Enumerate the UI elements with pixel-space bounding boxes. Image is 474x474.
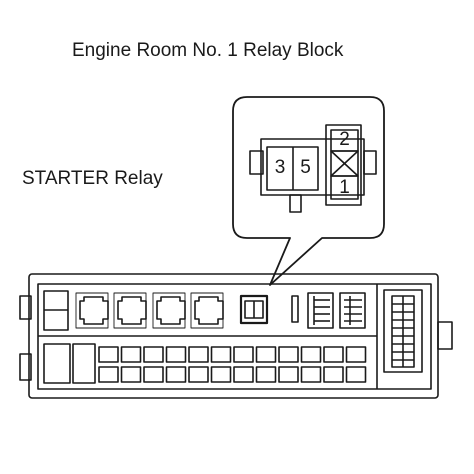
fuse-row-bottom [98,366,367,383]
starter-relay-connector [249,124,377,213]
pin-5-label: 5 [300,157,311,178]
left-module [43,290,69,331]
fuse-cell [120,366,142,383]
fuse-cell [300,346,322,363]
fuse-cell [143,346,164,363]
fuse-cell [323,346,344,363]
fuse-cell [188,366,209,383]
lower-fuse-area [43,343,96,384]
starter-relay-label: STARTER Relay [22,168,163,189]
fuse-row-top [98,346,367,363]
callout-balloon [232,96,385,286]
pin-1-label: 1 [339,177,350,198]
fuse-cell [278,366,299,383]
fuse-cell [255,346,277,363]
relay-block-title: Engine Room No. 1 Relay Block [72,40,344,61]
fuse-cell [120,346,142,363]
fuse-cell [98,366,119,383]
fuse-cell [233,346,254,363]
fuse-cell [300,366,322,383]
fuse-cell [143,366,164,383]
relay-block-housing [19,273,453,399]
relay-sockets [75,292,224,329]
fuse-group-b [339,292,366,329]
fuse-cell [210,366,232,383]
fuse-cell [255,366,277,383]
fuse-cell [233,366,254,383]
starter-relay-location [239,294,269,325]
fuse-cell [98,346,119,363]
pin-2-label: 2 [339,129,350,150]
fuse-slot [291,295,299,323]
fuse-cell [345,366,367,383]
fuse-cell [165,366,187,383]
fuse-cell [188,346,209,363]
fuse-cell [210,346,232,363]
fuse-group-a [307,292,334,329]
right-connector [383,289,423,373]
fuse-cell [323,366,344,383]
fuse-cell [278,346,299,363]
pin-3-label: 3 [274,157,286,178]
fuse-cell [165,346,187,363]
fuse-cell [345,346,367,363]
